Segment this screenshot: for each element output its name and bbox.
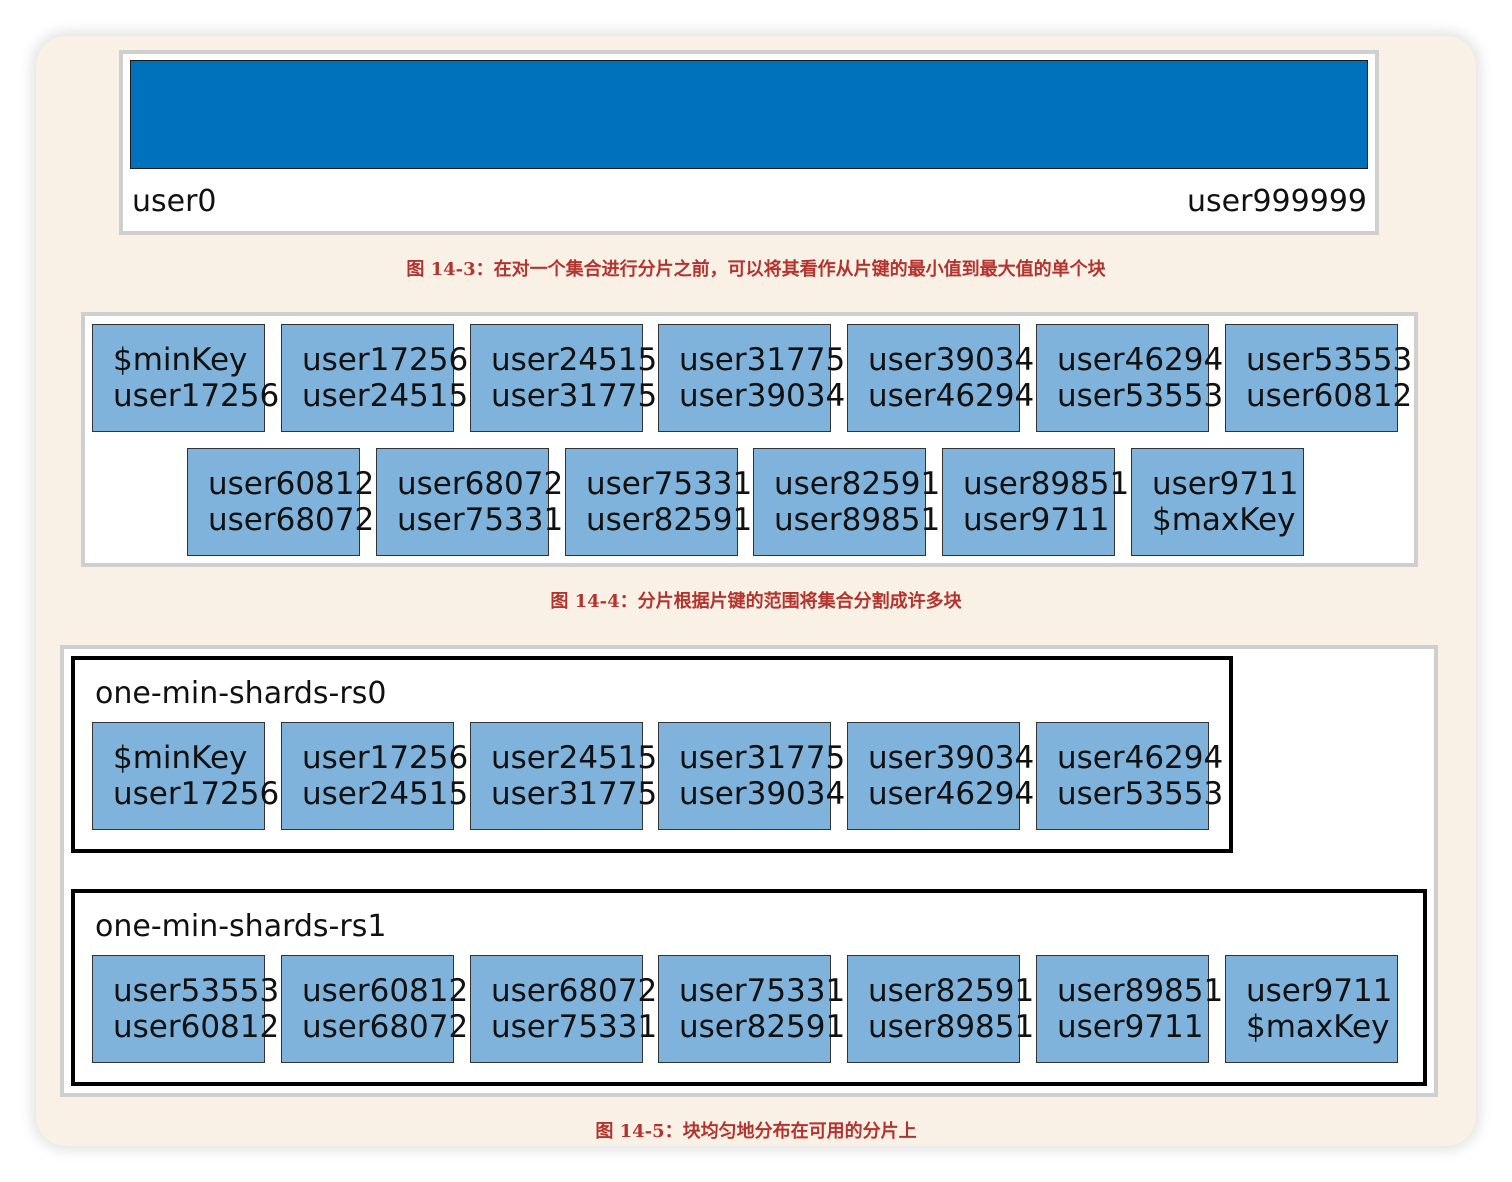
chunk-min-key: user75331 bbox=[679, 973, 846, 1009]
chunk-max-key: user89851 bbox=[868, 1009, 1035, 1045]
chunk-max-key: user68072 bbox=[208, 502, 375, 538]
chunk-max-key: user39034 bbox=[679, 776, 846, 812]
chunk-max-key: user53553 bbox=[1057, 378, 1224, 414]
chunk-max-key: user17256 bbox=[113, 378, 280, 414]
chunk-max-key: user82591 bbox=[586, 502, 753, 538]
chunk-max-key: user24515 bbox=[302, 378, 469, 414]
chunk-min-key: user60812 bbox=[302, 973, 469, 1009]
chunk-min-key: user31775 bbox=[679, 740, 846, 776]
chunk-min-key: user82591 bbox=[774, 466, 941, 502]
chunk-min-key: user75331 bbox=[586, 466, 753, 502]
chunk-min-key: user17256 bbox=[302, 740, 469, 776]
chunk-min-key: user46294 bbox=[1057, 342, 1224, 378]
chunk-min-key: user39034 bbox=[868, 342, 1035, 378]
keyspace-end-label: user999999 bbox=[1187, 184, 1367, 219]
chunk-max-key: user60812 bbox=[113, 1009, 280, 1045]
fig1-caption: 图 14-3：在对一个集合进行分片之前，可以将其看作从片键的最小值到最大值的单个… bbox=[406, 259, 1106, 280]
chunk-min-key: user39034 bbox=[868, 740, 1035, 776]
chunk-max-key: user31775 bbox=[491, 378, 658, 414]
chunk-min-key: user89851 bbox=[963, 466, 1130, 502]
chunk-min-key: user31775 bbox=[679, 342, 846, 378]
shard-rs1-name: one-min-shards-rs1 bbox=[95, 909, 387, 944]
chunk-min-key: user53553 bbox=[113, 973, 280, 1009]
shard-chunk: user9711$maxKey bbox=[1225, 955, 1398, 1063]
chunk-min-key: user82591 bbox=[868, 973, 1035, 1009]
keyspace-start-label: user0 bbox=[132, 184, 217, 219]
chunk-max-key: user53553 bbox=[1057, 776, 1224, 812]
chunk-min-key: user60812 bbox=[208, 466, 375, 502]
chunk-min-key: user24515 bbox=[491, 342, 658, 378]
chunk-min-key: user9711 bbox=[1152, 466, 1299, 502]
chunk-max-key: user60812 bbox=[1246, 378, 1413, 414]
chunk-max-key: user82591 bbox=[679, 1009, 846, 1045]
chunk: user9711$maxKey bbox=[1131, 448, 1304, 556]
chunk-max-key: user17256 bbox=[113, 776, 280, 812]
chunk-min-key: user9711 bbox=[1246, 973, 1393, 1009]
chunk-max-key: user39034 bbox=[679, 378, 846, 414]
chunk-max-key: user46294 bbox=[868, 378, 1035, 414]
chunk-max-key: $maxKey bbox=[1152, 502, 1296, 538]
chunk-min-key: $minKey bbox=[113, 740, 248, 776]
chunk-min-key: user24515 bbox=[491, 740, 658, 776]
chunk-max-key: user75331 bbox=[397, 502, 564, 538]
chunk-max-key: user31775 bbox=[491, 776, 658, 812]
chunk-max-key: user9711 bbox=[1057, 1009, 1204, 1045]
chunk-max-key: user89851 bbox=[774, 502, 941, 538]
chunk-max-key: user68072 bbox=[302, 1009, 469, 1045]
chunk-max-key: user46294 bbox=[868, 776, 1035, 812]
chunk-min-key: user53553 bbox=[1246, 342, 1413, 378]
chunk-min-key: $minKey bbox=[113, 342, 248, 378]
keyspace-single-chunk bbox=[130, 60, 1368, 169]
fig3-caption: 图 14-5：块均匀地分布在可用的分片上 bbox=[595, 1121, 917, 1142]
chunk-max-key: $maxKey bbox=[1246, 1009, 1390, 1045]
chunk-max-key: user24515 bbox=[302, 776, 469, 812]
chunk-min-key: user46294 bbox=[1057, 740, 1224, 776]
chunk-max-key: user9711 bbox=[963, 502, 1110, 538]
shard-rs0-name: one-min-shards-rs0 bbox=[95, 676, 387, 711]
chunk-min-key: user89851 bbox=[1057, 973, 1224, 1009]
chunk-max-key: user75331 bbox=[491, 1009, 658, 1045]
fig2-caption: 图 14-4：分片根据片键的范围将集合分割成许多块 bbox=[550, 591, 962, 612]
chunk-min-key: user17256 bbox=[302, 342, 469, 378]
chunk-min-key: user68072 bbox=[491, 973, 658, 1009]
chunk-min-key: user68072 bbox=[397, 466, 564, 502]
